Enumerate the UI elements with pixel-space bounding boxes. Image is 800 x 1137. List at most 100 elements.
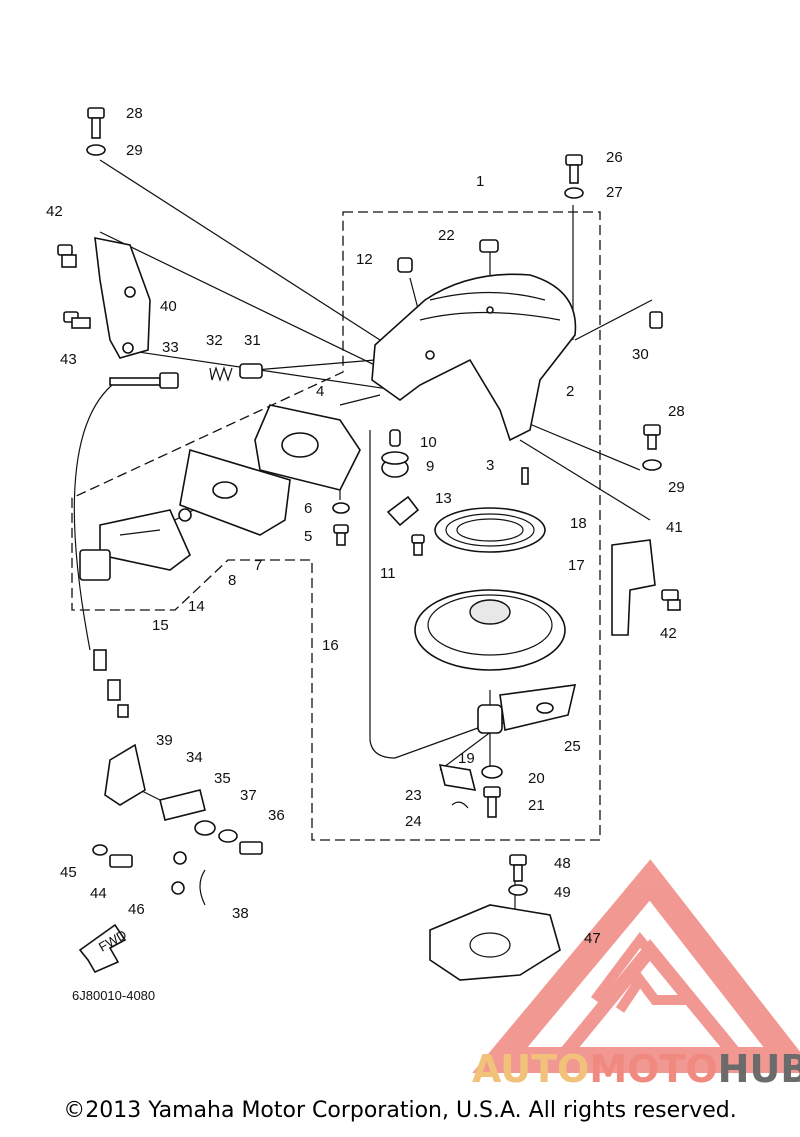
assembly-boundary xyxy=(71,211,601,841)
watermark-text-hub: HUB xyxy=(718,1047,800,1091)
part-cable-16-end xyxy=(93,649,129,718)
callout-49: 49 xyxy=(554,884,571,901)
callout-42-right: 42 xyxy=(660,625,677,642)
callout-45: 45 xyxy=(60,864,77,881)
callout-33: 33 xyxy=(162,339,179,356)
callout-17: 17 xyxy=(568,557,585,574)
part-nut-12 xyxy=(397,257,413,273)
part-washer-20 xyxy=(481,765,503,779)
callout-16: 16 xyxy=(322,637,339,654)
part-bracket-41 xyxy=(611,539,656,636)
part-clip-24 xyxy=(451,801,469,809)
callout-28-right: 28 xyxy=(668,403,685,420)
callout-43: 43 xyxy=(60,351,77,368)
part-plate-13 xyxy=(386,495,420,527)
part-bushing-19 xyxy=(477,704,503,734)
callout-14: 14 xyxy=(188,598,205,615)
callout-37: 37 xyxy=(240,787,257,804)
fwd-label: FWD xyxy=(96,927,129,955)
drawing-number: 6J80010-4080 xyxy=(72,988,155,1003)
callout-15: 15 xyxy=(152,617,169,634)
callout-29-right: 29 xyxy=(668,479,685,496)
part-clips-46 xyxy=(171,851,187,895)
part-bolt-42-left xyxy=(57,244,77,268)
watermark-text-moto: MOTO xyxy=(589,1047,717,1091)
part-bolt-36 xyxy=(239,841,263,855)
callout-23: 23 xyxy=(405,787,422,804)
part-handle-holder-4 xyxy=(254,404,361,491)
part-bracket-40 xyxy=(94,236,151,359)
part-damper-9 xyxy=(381,451,409,478)
part-nut-22 xyxy=(479,239,499,253)
part-handle-7 xyxy=(179,448,291,536)
callout-29-top: 29 xyxy=(126,142,143,159)
watermark-text: AUTOMOTOHUB xyxy=(472,1047,800,1091)
callout-47: 47 xyxy=(584,930,601,947)
callout-25: 25 xyxy=(564,738,581,755)
part-washer-6 xyxy=(332,502,350,514)
part-bolt-26 xyxy=(565,154,583,184)
part-lever-34 xyxy=(159,789,206,821)
part-bolt-28-right xyxy=(643,424,661,450)
callout-27: 27 xyxy=(606,184,623,201)
callout-41: 41 xyxy=(666,519,683,536)
part-collar-30 xyxy=(649,311,663,329)
part-adjuster-33 xyxy=(109,372,179,389)
part-washer-45 xyxy=(92,844,108,856)
callout-31: 31 xyxy=(244,332,261,349)
part-spiral-spring-18 xyxy=(434,507,546,553)
part-pawl-23 xyxy=(438,764,477,791)
copyright-notice: ©2013 Yamaha Motor Corporation, U.S.A. A… xyxy=(63,1098,737,1123)
callout-36: 36 xyxy=(268,807,285,824)
part-screw-11 xyxy=(411,534,425,556)
callout-42-left: 42 xyxy=(46,203,63,220)
watermark-text-auto: AUTO xyxy=(472,1047,589,1091)
part-washer-37 xyxy=(218,829,238,843)
callout-13: 13 xyxy=(435,490,452,507)
part-bracket-39 xyxy=(104,743,146,806)
callout-labels: 1 2 3 4 5 6 7 8 9 10 11 12 13 14 15 16 1… xyxy=(46,105,685,947)
callout-21: 21 xyxy=(528,797,545,814)
watermark-logo xyxy=(472,859,800,1073)
callout-48: 48 xyxy=(554,855,571,872)
callout-10: 10 xyxy=(420,434,437,451)
part-spring-32 xyxy=(209,366,233,382)
part-rope-knot-8 xyxy=(178,508,192,522)
part-plate-47 xyxy=(429,904,561,981)
part-grip-15 xyxy=(79,549,111,581)
callout-40: 40 xyxy=(160,298,177,315)
callout-11: 11 xyxy=(380,565,396,582)
part-bolt-43 xyxy=(63,311,91,329)
callout-3: 3 xyxy=(486,457,494,474)
callout-1: 1 xyxy=(476,173,484,190)
callout-9: 9 xyxy=(426,458,434,475)
callout-22: 22 xyxy=(438,227,455,244)
callout-18: 18 xyxy=(570,515,587,532)
callout-5: 5 xyxy=(304,528,312,545)
part-reel-17 xyxy=(414,589,566,671)
part-starter-case-2 xyxy=(371,273,577,442)
fwd-arrow-icon: FWD xyxy=(78,923,129,974)
part-washer-29-top xyxy=(86,144,106,156)
part-pin-3 xyxy=(521,467,529,485)
callout-38: 38 xyxy=(232,905,249,922)
callout-20: 20 xyxy=(528,770,545,787)
callout-26: 26 xyxy=(606,149,623,166)
callout-8: 8 xyxy=(228,572,236,589)
callout-2: 2 xyxy=(566,383,574,400)
part-bolt-28-top xyxy=(87,107,105,139)
part-spring-10 xyxy=(389,429,401,447)
callout-39: 39 xyxy=(156,732,173,749)
callout-12: 12 xyxy=(356,251,373,268)
part-washer-27 xyxy=(564,187,584,199)
callout-24: 24 xyxy=(405,813,422,830)
part-bolt-48 xyxy=(509,854,527,882)
callout-28-top: 28 xyxy=(126,105,143,122)
callout-35: 35 xyxy=(214,770,231,787)
callout-44: 44 xyxy=(90,885,107,902)
part-collar-35 xyxy=(194,820,216,836)
callout-32: 32 xyxy=(206,332,223,349)
part-washer-49 xyxy=(508,884,528,896)
part-bolt-42-right xyxy=(661,589,681,611)
